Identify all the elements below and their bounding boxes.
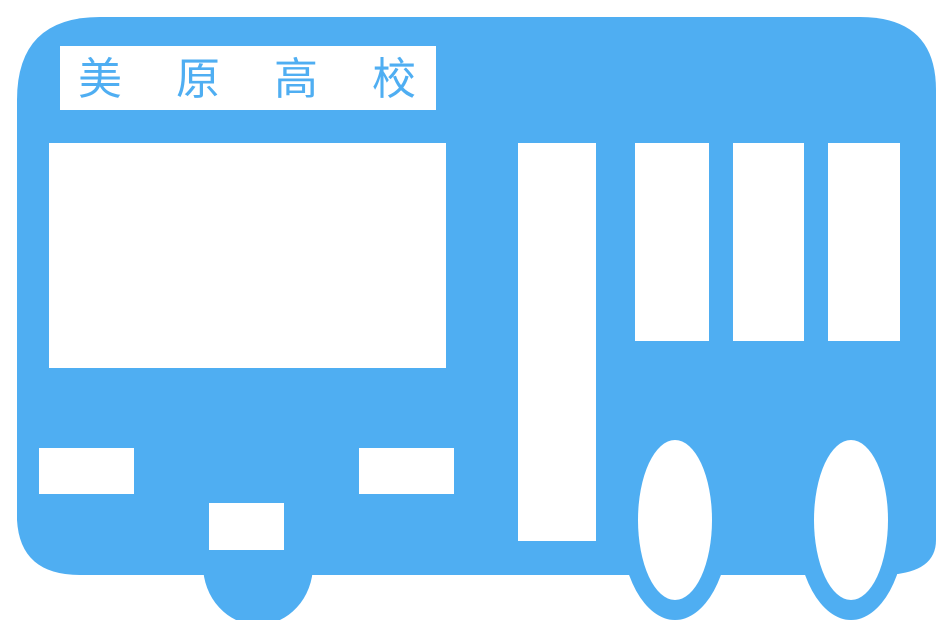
- side-window-3: [828, 143, 900, 341]
- side-window-1: [635, 143, 709, 341]
- destination-sign: [60, 46, 436, 110]
- side-window-2: [733, 143, 804, 341]
- destination-sign-text: 美 原 高 校: [78, 54, 436, 105]
- headlight-right: [359, 448, 454, 494]
- bus-door: [518, 143, 596, 541]
- headlight-left: [39, 448, 134, 494]
- front-windshield: [49, 143, 446, 368]
- license-plate: [209, 503, 284, 550]
- rear-wheel-left: [638, 440, 712, 600]
- rear-wheel-right: [814, 440, 888, 600]
